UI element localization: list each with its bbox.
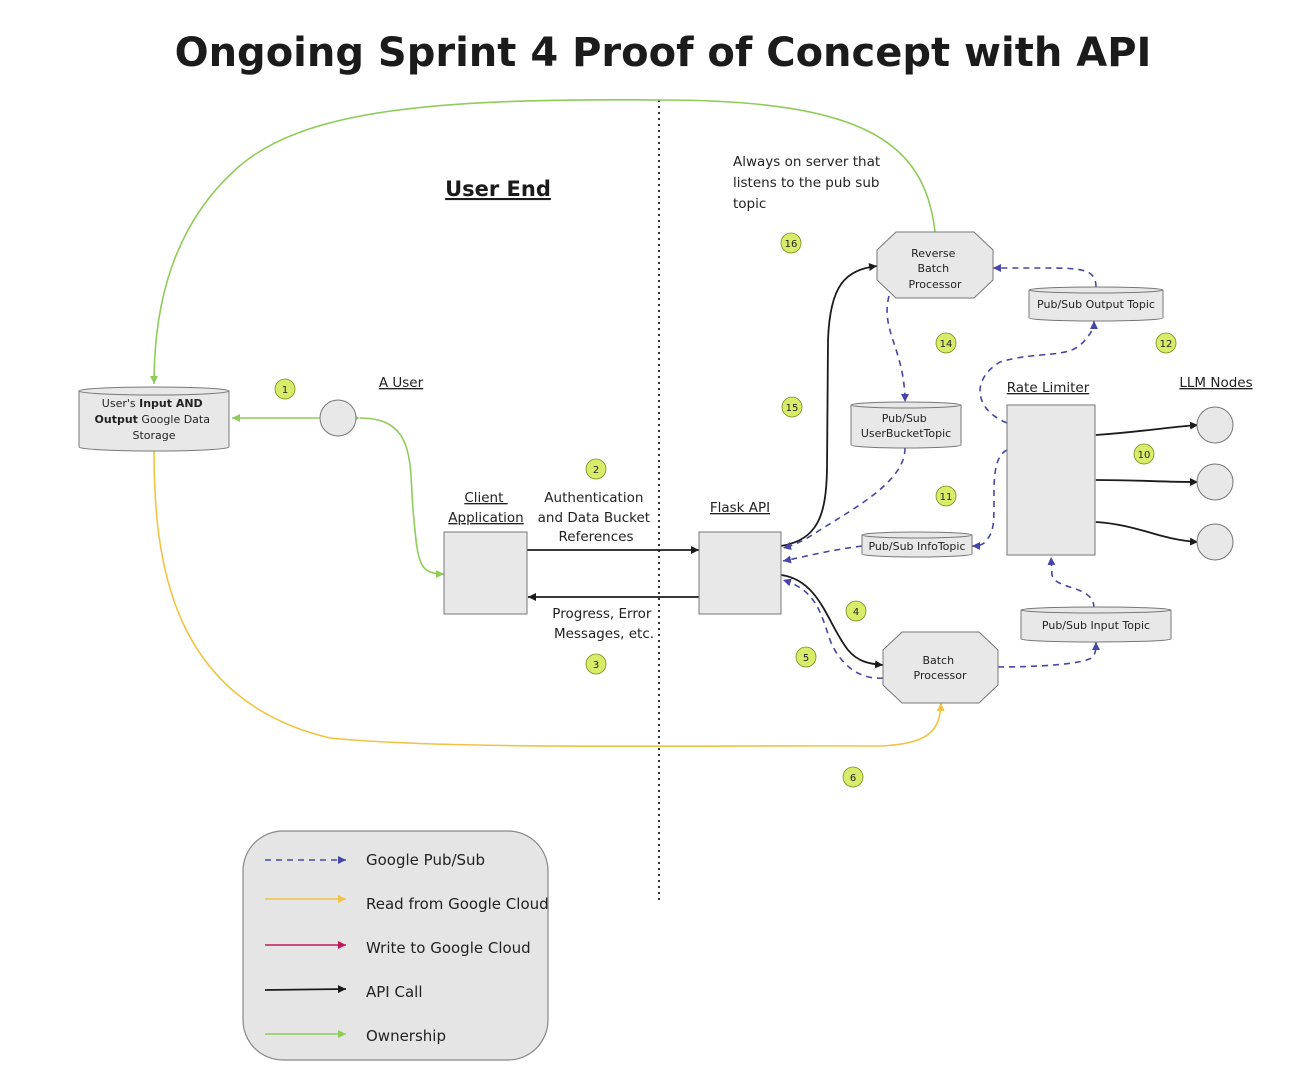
legend: Google Pub/Sub Read from Google Cloud Wr… bbox=[242, 830, 549, 1061]
step-badge: 3 bbox=[585, 653, 607, 675]
pubsub-input-topic: Pub/Sub Input Topic bbox=[1020, 606, 1172, 643]
svg-text:Write to Google Cloud: Write to Google Cloud bbox=[366, 939, 531, 957]
api-arrow-limiter-llm-1 bbox=[1087, 421, 1199, 440]
pubsub-userbucket-topic: Pub/Sub UserBucketTopic bbox=[850, 401, 962, 449]
legend-item-pubsub: Google Pub/Sub bbox=[265, 851, 485, 869]
svg-text:Pub/Sub UserBucketTopic: Pub/Sub UserBucketTopic bbox=[861, 412, 951, 440]
ownership-arrow-reverse-to-storage bbox=[150, 99, 936, 385]
svg-text:Pub/Sub Output Topic: Pub/Sub Output Topic bbox=[1037, 298, 1155, 311]
pubsub-arrow-output-to-reverse bbox=[993, 264, 1097, 288]
svg-text:5: 5 bbox=[803, 653, 809, 664]
diagram-title: Ongoing Sprint 4 Proof of Concept with A… bbox=[175, 30, 1152, 76]
rate-limiter-box bbox=[1006, 404, 1096, 556]
llm-node-circle bbox=[1196, 523, 1234, 561]
pubsub-info-topic: Pub/Sub InfoTopic bbox=[861, 531, 973, 558]
svg-text:4: 4 bbox=[853, 607, 859, 618]
svg-text:6: 6 bbox=[850, 773, 856, 784]
legend-item-read: Read from Google Cloud bbox=[265, 895, 549, 913]
user-circle bbox=[319, 399, 357, 437]
svg-text:2: 2 bbox=[593, 465, 599, 476]
svg-text:1: 1 bbox=[282, 385, 288, 396]
pubsub-arrow-input-to-limiter bbox=[1047, 556, 1095, 609]
svg-text:Pub/Sub InfoTopic: Pub/Sub InfoTopic bbox=[868, 540, 965, 553]
pubsub-arrow-batch-to-flask bbox=[782, 578, 884, 679]
llm-nodes-label: LLM Nodes bbox=[1179, 375, 1252, 391]
batch-processor-octagon: Batch Processor bbox=[882, 631, 999, 704]
svg-text:15: 15 bbox=[786, 403, 799, 414]
rate-limiter-label: Rate Limiter bbox=[1007, 380, 1090, 396]
svg-text:16: 16 bbox=[785, 239, 798, 250]
legend-item-api: API Call bbox=[264, 983, 423, 1001]
step-badge: 12 bbox=[1155, 332, 1177, 354]
pubsub-arrow-limiter-to-info bbox=[971, 449, 1008, 550]
step-badge: 1 bbox=[274, 378, 296, 400]
svg-text:14: 14 bbox=[940, 339, 953, 350]
pubsub-arrow-reverse-to-userbucket bbox=[886, 295, 909, 403]
step-badge: 14 bbox=[935, 332, 957, 354]
svg-text:Reverse Batch Proc: Reverse Batch Processor bbox=[909, 247, 962, 291]
step-badge: 6 bbox=[842, 766, 864, 788]
step-badge: 10 bbox=[1133, 443, 1155, 465]
client-app-box bbox=[443, 531, 528, 615]
svg-text:12: 12 bbox=[1160, 339, 1173, 350]
read-arrow-storage-to-batch bbox=[153, 449, 945, 748]
client-app-label: Client Application bbox=[448, 490, 523, 526]
pubsub-output-topic: Pub/Sub Output Topic bbox=[1028, 286, 1164, 322]
step-badge: 15 bbox=[781, 396, 803, 418]
progress-edge-label: Progress, Error Messages, etc. bbox=[552, 606, 655, 642]
storage-cylinder: User's Input AND Output Google Data Stor… bbox=[78, 386, 230, 452]
step-badge: 16 bbox=[780, 232, 802, 254]
svg-text:11: 11 bbox=[940, 492, 953, 503]
api-arrow-flask-to-reverse bbox=[780, 263, 878, 547]
svg-text:API Call: API Call bbox=[366, 983, 423, 1001]
ownership-arrow-user-to-client bbox=[351, 413, 445, 578]
step-badge: 4 bbox=[845, 600, 867, 622]
step-badge: 5 bbox=[795, 646, 817, 668]
llm-node-circle bbox=[1196, 463, 1234, 501]
svg-text:Pub/Sub Input Topic: Pub/Sub Input Topic bbox=[1042, 619, 1150, 632]
svg-text:Google Pub/Sub: Google Pub/Sub bbox=[366, 851, 485, 869]
svg-text:10: 10 bbox=[1138, 450, 1151, 461]
section-label-user-end: User End bbox=[445, 177, 551, 201]
legend-item-ownership: Ownership bbox=[265, 1027, 446, 1045]
svg-text:Ownership: Ownership bbox=[366, 1027, 446, 1045]
pubsub-arrow-limiter-to-output bbox=[979, 320, 1098, 424]
svg-text:Batch Processor: Batch Processor bbox=[914, 654, 967, 682]
llm-node-circle bbox=[1196, 406, 1234, 444]
server-note: Always on server that listens to the pub… bbox=[733, 154, 884, 212]
legend-item-write: Write to Google Cloud bbox=[265, 939, 531, 957]
api-arrow-flask-to-batch bbox=[780, 574, 884, 669]
auth-edge-label: Authentication and Data Bucket Reference… bbox=[538, 490, 655, 545]
flask-api-label: Flask API bbox=[710, 500, 770, 516]
user-label: A User bbox=[379, 375, 424, 391]
svg-text:3: 3 bbox=[593, 660, 599, 671]
step-badge: 11 bbox=[935, 485, 957, 507]
reverse-batch-processor-octagon: Reverse Batch Processor bbox=[876, 231, 994, 299]
pubsub-arrow-info-to-flask bbox=[782, 545, 863, 564]
pubsub-arrow-batch-to-input bbox=[997, 641, 1100, 668]
pubsub-arrow-userbucket-to-flask bbox=[782, 447, 906, 550]
api-arrow-limiter-llm-2 bbox=[1087, 475, 1199, 486]
step-badge: 2 bbox=[585, 458, 607, 480]
api-arrow-limiter-llm-3 bbox=[1087, 517, 1199, 546]
flask-api-box bbox=[698, 531, 782, 615]
storage-label: User's Input AND Output Google Data Stor… bbox=[95, 397, 214, 442]
svg-text:Read from Google Cloud: Read from Google Cloud bbox=[366, 895, 549, 913]
